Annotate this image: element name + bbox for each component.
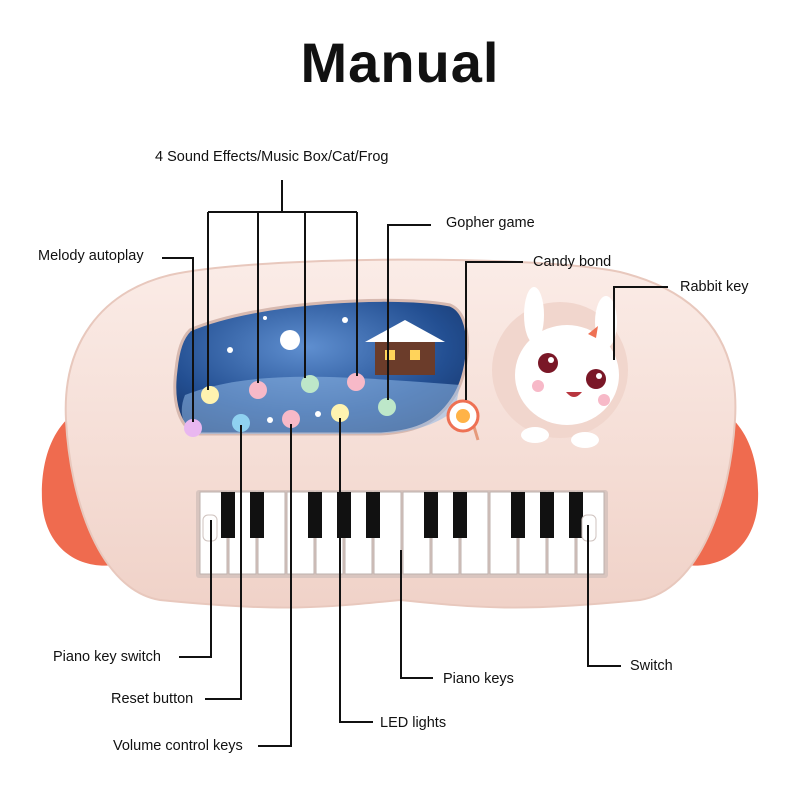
piano-keyboard	[196, 490, 608, 578]
black-key[interactable]	[453, 492, 467, 538]
white-keys	[199, 491, 605, 575]
label-sound-effects: 4 Sound Effects/Music Box/Cat/Frog	[155, 149, 389, 165]
label-piano-key-switch: Piano key switch	[53, 649, 161, 665]
label-switch: Switch	[630, 658, 673, 674]
black-key[interactable]	[540, 492, 554, 538]
label-volume-control-keys: Volume control keys	[113, 738, 243, 754]
leader-lines	[162, 180, 668, 747]
label-melody-autoplay: Melody autoplay	[38, 248, 144, 264]
rabbit-button	[492, 287, 628, 448]
black-key[interactable]	[221, 492, 235, 538]
black-key[interactable]	[250, 492, 264, 538]
black-keys	[221, 492, 583, 538]
black-key[interactable]	[511, 492, 525, 538]
black-key[interactable]	[366, 492, 380, 538]
label-piano-keys: Piano keys	[443, 671, 514, 687]
label-led-lights: LED lights	[380, 715, 447, 731]
led-lights	[267, 411, 321, 423]
label-gopher-game: Gopher game	[446, 215, 535, 231]
label-reset-button: Reset button	[111, 691, 194, 707]
black-key[interactable]	[308, 492, 322, 538]
black-key[interactable]	[569, 492, 583, 538]
label-candy-bond: Candy bond	[533, 254, 612, 270]
sound-effect-buttons	[201, 373, 365, 404]
scene-panel	[173, 298, 469, 436]
candy-button	[446, 399, 480, 441]
label-rabbit-key: Rabbit key	[680, 279, 749, 295]
manual-title: Manual	[300, 31, 500, 94]
black-key[interactable]	[424, 492, 438, 538]
lower-buttons	[184, 398, 396, 437]
